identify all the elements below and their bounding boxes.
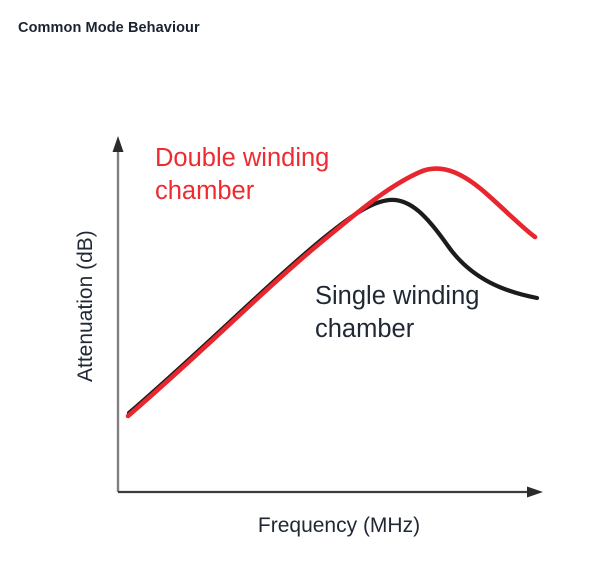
y-axis-arrowhead-icon (112, 136, 124, 152)
series-label-single-winding-chamber: Single winding chamber (315, 282, 480, 343)
series-line-double-winding-chamber (125, 166, 538, 419)
x-axis (118, 486, 543, 498)
x-axis-arrowhead-icon (527, 486, 543, 498)
page-title: Common Mode Behaviour (18, 20, 200, 36)
y-axis-title: Attenuation (dB) (74, 230, 97, 382)
x-axis-title: Frequency (MHz) (258, 514, 420, 537)
series-label-double-winding-chamber: Double winding chamber (155, 144, 330, 205)
y-axis (112, 136, 124, 492)
